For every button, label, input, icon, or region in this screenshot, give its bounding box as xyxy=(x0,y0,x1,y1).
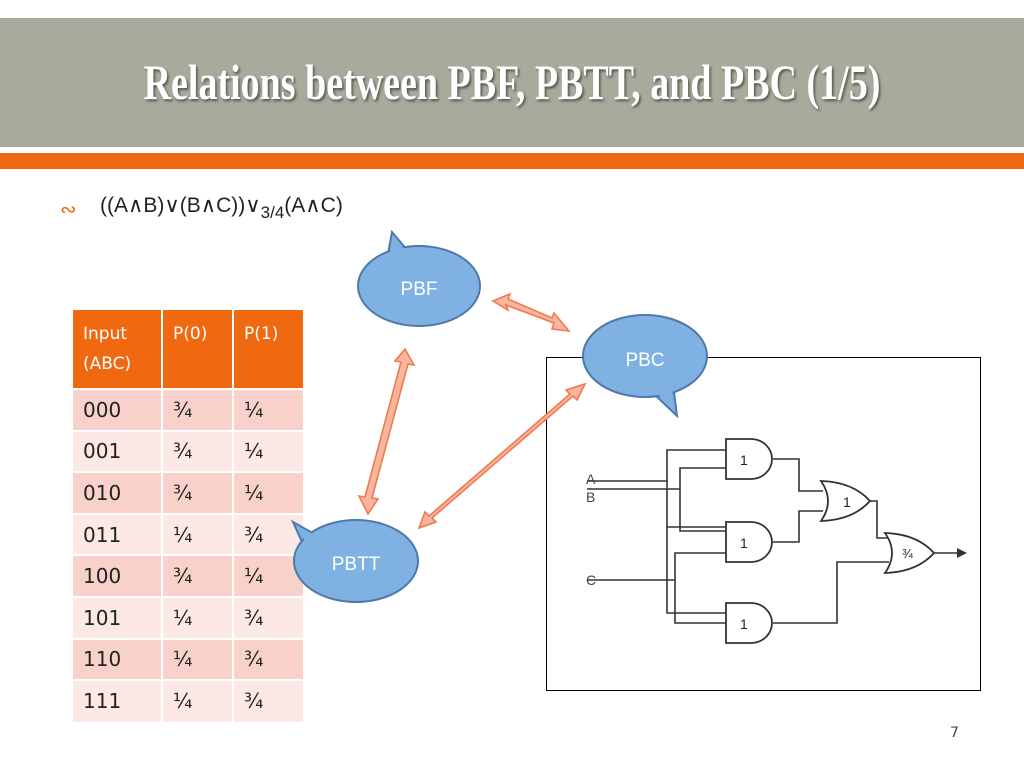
cell-input: 001 xyxy=(73,429,163,473)
output-arrow-icon xyxy=(957,548,967,558)
and-gate-2-label: 1 xyxy=(740,535,748,551)
and-gate-3 xyxy=(725,602,773,644)
slide-title: Relations between PBF, PBTT, and PBC (1/… xyxy=(143,54,881,110)
or-gate-1 xyxy=(819,480,872,522)
input-label-a: A xyxy=(586,471,596,487)
formula-subscript: 3/4 xyxy=(260,203,285,222)
header-p0: P(0) xyxy=(162,310,234,389)
accent-bar xyxy=(0,153,1024,169)
input-label-c: C xyxy=(586,572,596,588)
circuit-frame: 1 1 1 1 ¾ A B C xyxy=(546,357,981,691)
input-label-b: B xyxy=(586,489,595,505)
double-arrow-pbc-pbtt xyxy=(417,382,587,530)
cell-input: 010 xyxy=(73,471,163,514)
cell-p0: ¾ xyxy=(162,554,234,597)
and-gate-1 xyxy=(725,438,773,480)
table-header-row: Input (ABC) P(0) P(1) xyxy=(73,310,305,389)
formula-tail: (A∧C) xyxy=(284,194,343,217)
bubble-pbf-body xyxy=(357,245,481,327)
or-gate-final-label: ¾ xyxy=(902,546,913,561)
header-input: Input (ABC) xyxy=(73,310,163,389)
bubble-pbtt: PBTT xyxy=(290,519,419,603)
cell-p0: ¼ xyxy=(162,679,234,722)
cell-p1: ¼ xyxy=(233,471,305,514)
wire-and1-out xyxy=(773,458,823,492)
bubble-pbf: PBF xyxy=(357,229,481,327)
bubble-pbc-label: PBC xyxy=(625,350,664,371)
wire-c xyxy=(587,552,726,624)
formula-main: ((A∧B)∨(B∧C))∨ xyxy=(100,194,261,217)
cell-p1: ¾ xyxy=(233,595,305,639)
bubble-pbc: PBC xyxy=(582,314,708,419)
cell-input: 100 xyxy=(73,554,163,597)
cell-input: 101 xyxy=(73,595,163,639)
bubble-pbf-label: PBF xyxy=(401,279,438,300)
cell-input: 011 xyxy=(73,512,163,556)
wire-and2-out xyxy=(773,510,823,543)
cell-p1: ¼ xyxy=(233,554,305,597)
bullet-formula: ((A∧B)∨(B∧C))∨3/4(A∧C) xyxy=(100,193,343,223)
and-gate-2 xyxy=(725,521,773,563)
double-arrow-pbf-pbtt xyxy=(357,347,416,516)
and-gate-1-label: 1 xyxy=(740,452,748,468)
wire-or1-out xyxy=(870,500,889,539)
and-gate-3-label: 1 xyxy=(740,616,748,632)
wire-a xyxy=(587,449,726,614)
cell-p1: ¾ xyxy=(233,637,305,681)
cell-p0: ¼ xyxy=(162,512,234,556)
cell-p0: ¾ xyxy=(162,471,234,514)
cell-input: 000 xyxy=(73,388,163,431)
cell-input: 110 xyxy=(73,637,163,681)
header-p1: P(1) xyxy=(233,310,305,389)
cell-p0: ¾ xyxy=(162,388,234,431)
bubble-pbc-body xyxy=(582,314,708,398)
page-number: 7 xyxy=(950,725,959,741)
double-arrow-pbf-pbc xyxy=(491,292,571,333)
cell-p1: ¾ xyxy=(233,679,305,722)
logic-circuit: 1 1 1 1 ¾ A B C xyxy=(586,438,967,644)
wire-and3-out xyxy=(773,561,889,624)
or-gate-final xyxy=(883,532,936,574)
wire-b xyxy=(587,467,726,532)
cell-p0: ¼ xyxy=(162,595,234,639)
bubble-pbtt-body xyxy=(293,519,419,603)
cell-p0: ¼ xyxy=(162,637,234,681)
ornament-bullet-icon: ∾ xyxy=(60,197,77,221)
title-bar: Relations between PBF, PBTT, and PBC (1/… xyxy=(0,18,1024,147)
cell-p1: ¾ xyxy=(233,512,305,556)
cell-p1: ¼ xyxy=(233,429,305,473)
or-gate-1-label: 1 xyxy=(843,494,851,510)
cell-p1: ¼ xyxy=(233,388,305,431)
cell-p0: ¾ xyxy=(162,429,234,473)
bubble-pbtt-label: PBTT xyxy=(332,554,381,575)
cell-input: 111 xyxy=(73,679,163,722)
